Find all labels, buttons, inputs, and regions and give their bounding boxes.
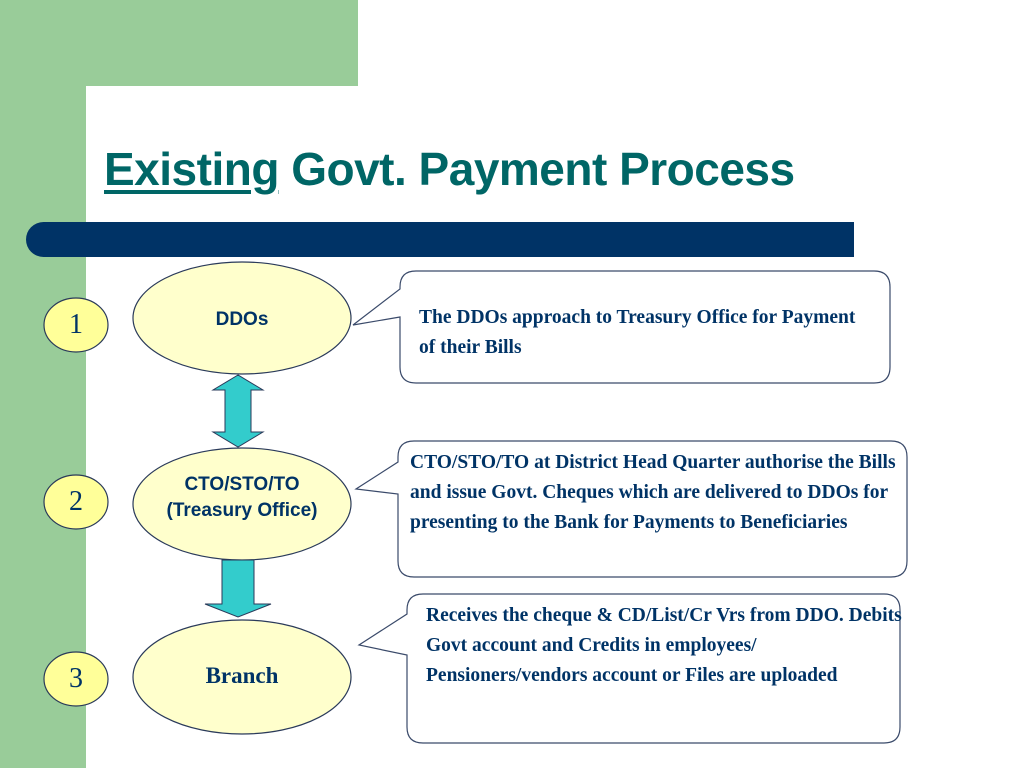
step-number-1: 1 bbox=[69, 309, 83, 340]
node-label-branch: Branch bbox=[140, 656, 344, 696]
step-number-circle-3 bbox=[43, 651, 109, 707]
node-branch bbox=[132, 619, 352, 735]
sidebar-green-left bbox=[0, 0, 86, 768]
down-arrow-icon bbox=[204, 559, 272, 618]
callout-bubble-3 bbox=[357, 593, 901, 744]
node-ddos bbox=[132, 261, 352, 375]
title-underlined-word: Existing bbox=[104, 143, 279, 195]
step-number-circle-2 bbox=[43, 474, 109, 530]
callout-text-2: CTO/STO/TO at District Head Quarter auth… bbox=[410, 452, 896, 533]
callout-text-3: Receives the cheque & CD/List/Cr Vrs fro… bbox=[426, 605, 902, 686]
double-arrow-icon bbox=[211, 374, 265, 448]
title-rest: Govt. Payment Process bbox=[278, 143, 795, 195]
node-label-treasury-line2: (Treasury Office) bbox=[166, 500, 318, 521]
callout-text-1: The DDOs approach to Treasury Office for… bbox=[419, 307, 856, 358]
slide-title: Existing Govt. Payment Process bbox=[104, 142, 795, 196]
step-number-circle-1 bbox=[43, 297, 109, 353]
title-divider-bar bbox=[26, 222, 854, 257]
callout-bubble-2 bbox=[354, 440, 908, 578]
node-label-ddos: DDOs bbox=[140, 300, 344, 340]
node-label-branch-text: Branch bbox=[205, 663, 279, 688]
node-label-treasury: CTO/STO/TO (Treasury Office) bbox=[128, 466, 356, 530]
step-number-2: 2 bbox=[69, 486, 83, 517]
callout-bubble-1 bbox=[352, 270, 891, 384]
node-label-treasury-line1: CTO/STO/TO bbox=[184, 474, 300, 495]
node-label-ddos-text: DDOs bbox=[215, 309, 269, 330]
step-number-3: 3 bbox=[69, 663, 83, 694]
